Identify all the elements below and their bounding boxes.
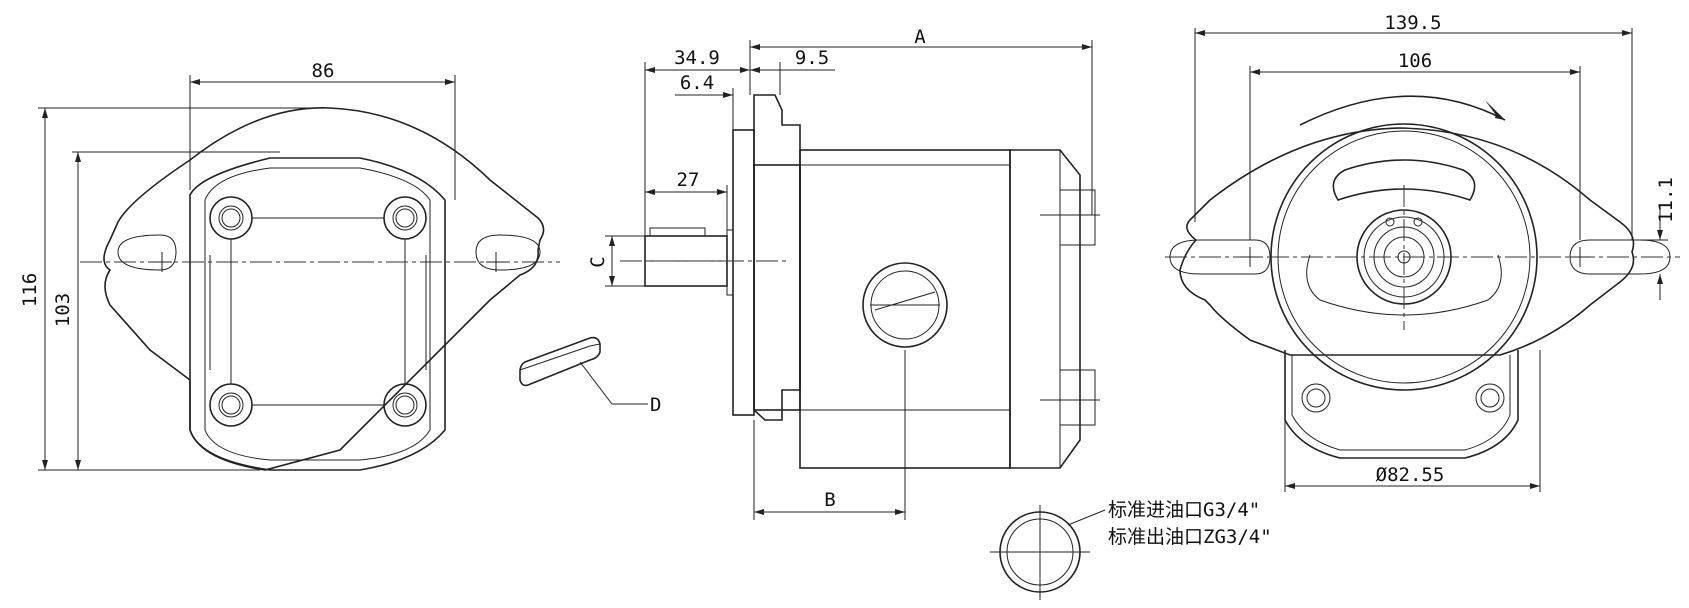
dim-9-5: 9.5 <box>795 47 829 69</box>
label-D: D <box>650 394 661 416</box>
dim-A: A <box>914 26 926 48</box>
note-inlet-port: 标准进油口G3/4" <box>1108 499 1260 521</box>
dim-86: 86 <box>312 60 335 82</box>
shaft-key: D <box>519 336 661 416</box>
dim-6-4: 6.4 <box>680 72 714 94</box>
front-view: 86 116 103 <box>19 60 560 471</box>
dim-139-5: 139.5 <box>1384 12 1441 34</box>
dim-11-1: 11.1 <box>1655 177 1677 223</box>
port-detail: 标准进油口G3/4" 标准出油口ZG3/4" <box>990 499 1272 600</box>
dim-116: 116 <box>19 273 41 307</box>
dim-34-9: 34.9 <box>674 47 720 69</box>
dim-27: 27 <box>677 169 700 191</box>
dim-106: 106 <box>1398 50 1432 72</box>
front-bolt-holes <box>209 196 427 427</box>
note-outlet-port: 标准出油口ZG3/4" <box>1108 526 1272 548</box>
dim-dia-82-55: Ø82.55 <box>1376 464 1445 486</box>
dim-B: B <box>824 489 835 511</box>
dim-C: C <box>587 256 609 267</box>
dim-103: 103 <box>52 293 74 327</box>
side-view: A 34.9 9.5 6.4 27 C B <box>587 26 1100 520</box>
rear-view: 139.5 106 11.1 Ø82.55 <box>1165 12 1680 492</box>
